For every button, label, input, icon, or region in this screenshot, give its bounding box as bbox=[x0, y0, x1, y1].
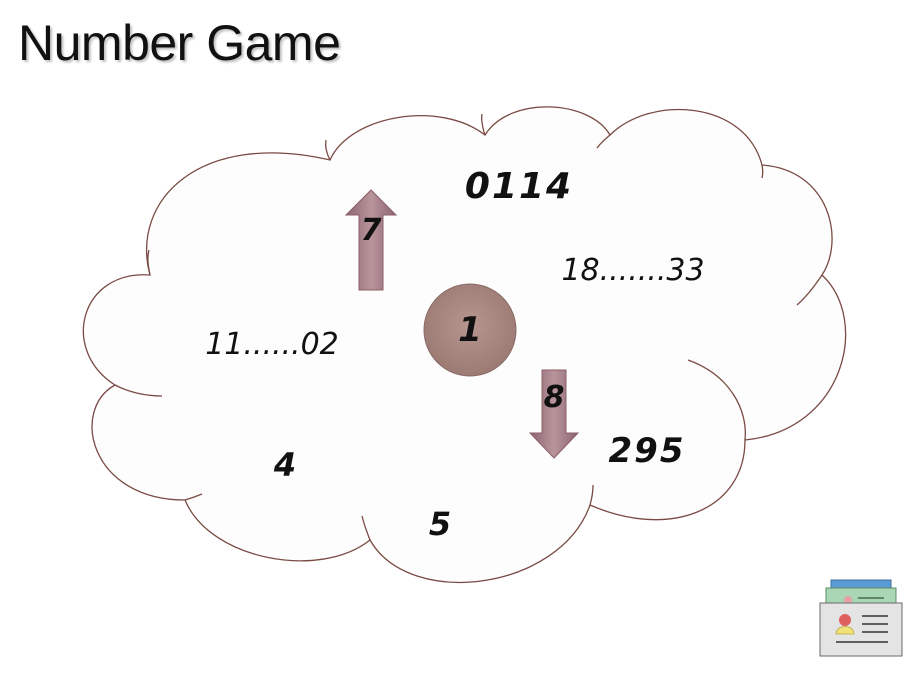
arrow-up: 7 bbox=[344, 189, 398, 291]
contact-cards-icon[interactable] bbox=[819, 579, 903, 657]
number-bottom-left: 4 bbox=[273, 446, 296, 484]
number-top: 0114 bbox=[465, 166, 573, 207]
center-circle: 1 bbox=[423, 283, 517, 377]
number-bottom-right: 295 bbox=[609, 431, 686, 471]
number-left: 11......02 bbox=[205, 327, 339, 362]
arrow-up-label: 7 bbox=[361, 213, 382, 248]
arrow-down: 8 bbox=[528, 369, 580, 459]
arrow-down-label: 8 bbox=[544, 380, 565, 415]
page-title: Number Game bbox=[18, 15, 341, 71]
number-bottom: 5 bbox=[429, 505, 451, 543]
center-number: 1 bbox=[458, 310, 482, 350]
number-right: 18.......33 bbox=[561, 253, 704, 288]
cloud-inner-lines bbox=[114, 113, 823, 541]
